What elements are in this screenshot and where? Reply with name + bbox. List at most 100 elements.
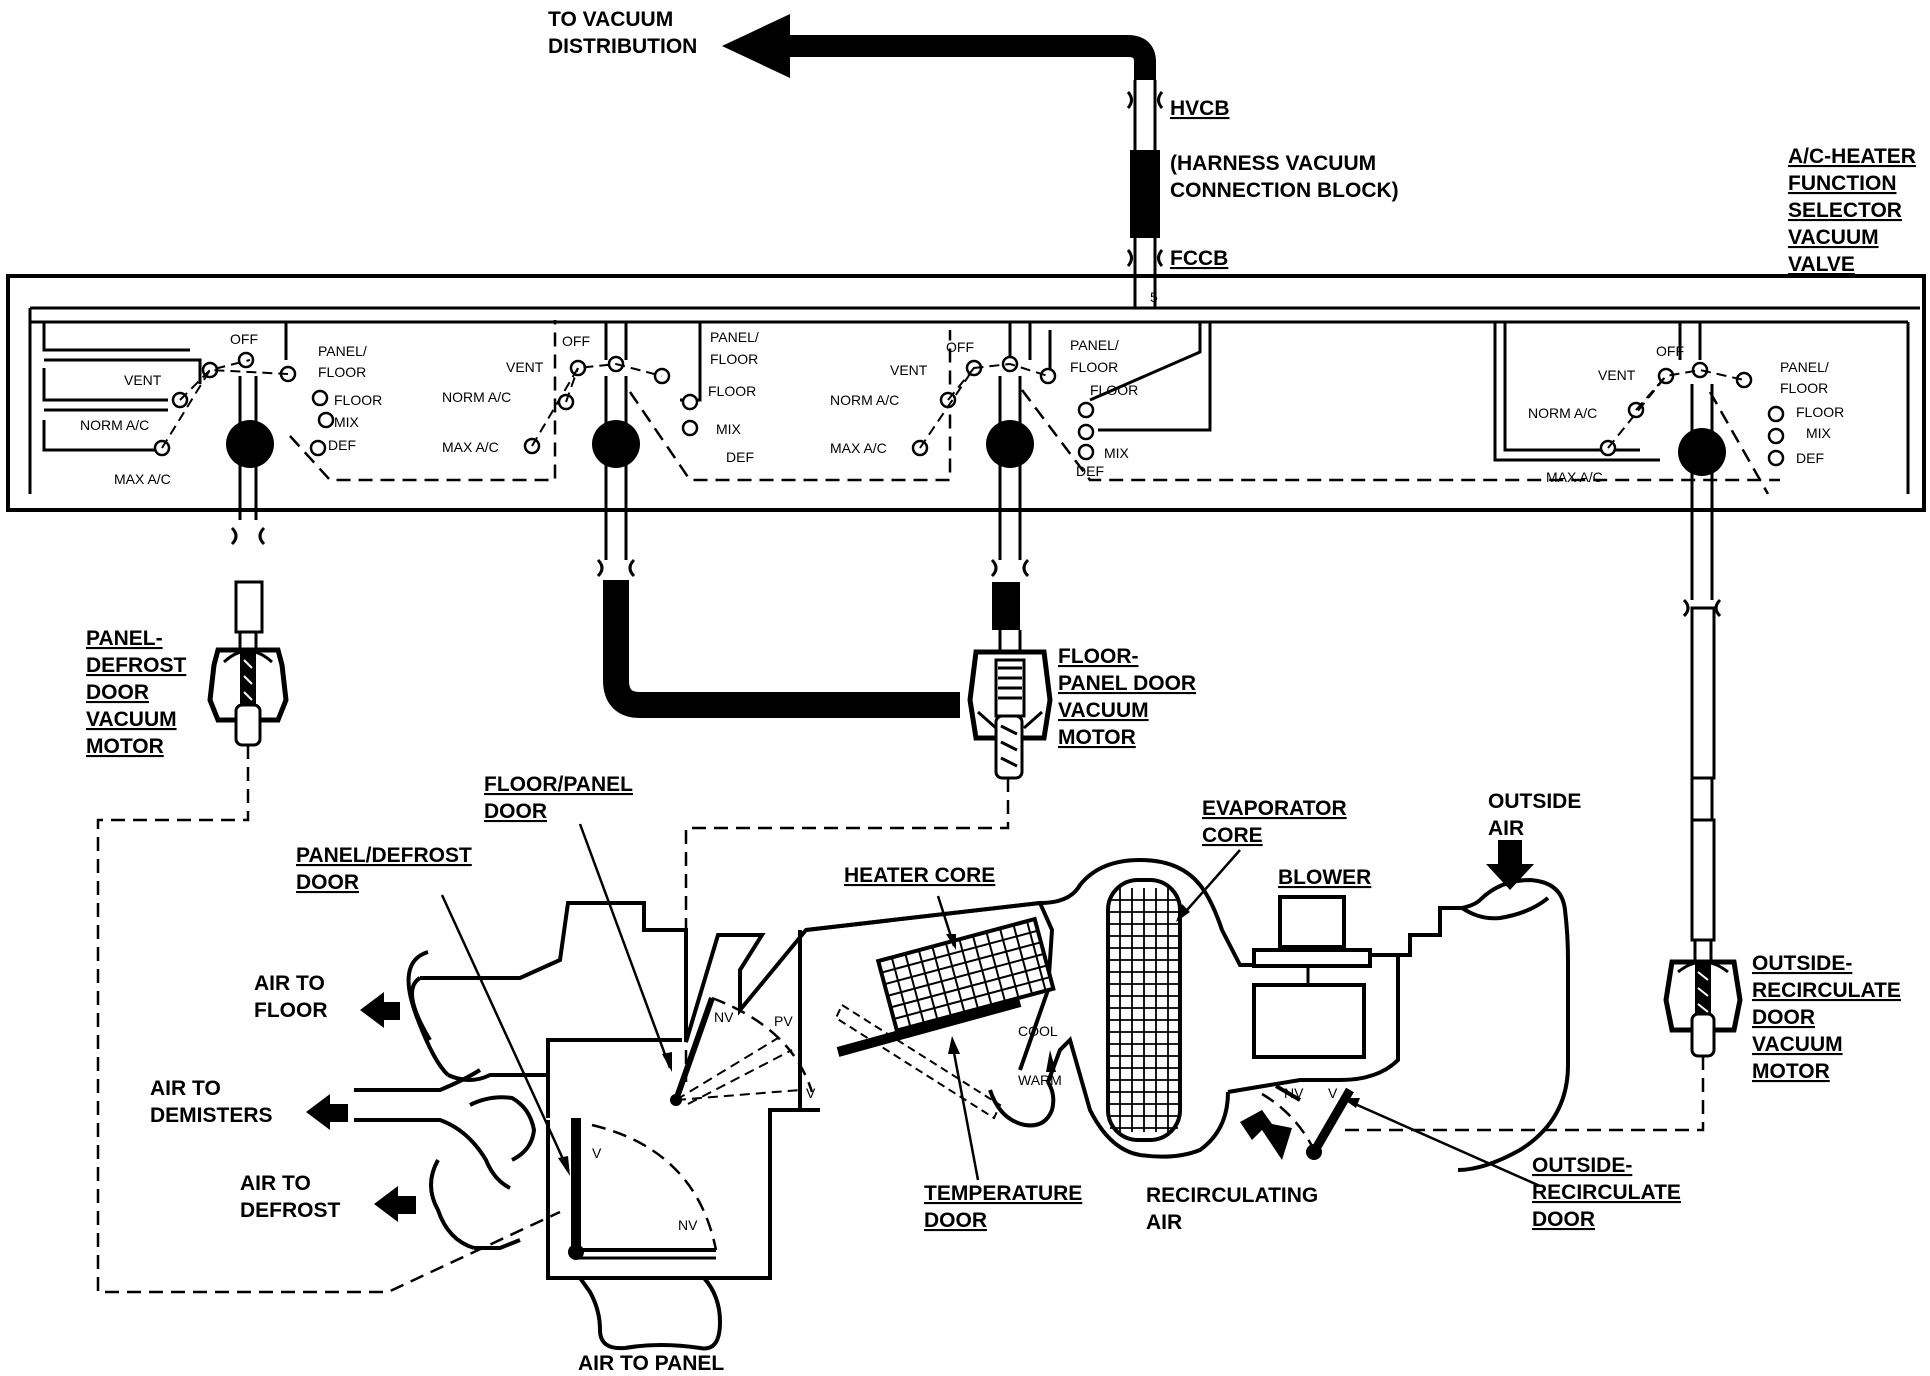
selector-label-3: SELECTOR [1788, 199, 1902, 222]
selector-label-4: VACUUM [1788, 226, 1879, 249]
selector-section-1: OFF VENT NORM A/C MAX A/C PANEL/ FLOOR F… [42, 320, 557, 520]
harness-label-1: (HARNESS VACUUM [1170, 152, 1376, 175]
warm-label: WARM [1018, 1072, 1062, 1088]
s3-def: DEF [1076, 463, 1104, 479]
s4-max-ac: MAX A/C [1546, 469, 1603, 485]
s1-off: OFF [230, 331, 258, 347]
air-to-floor-label-2: FLOOR [254, 999, 328, 1022]
fp-door-v: V [806, 1085, 816, 1101]
or-motor-label-4: VACUUM [1752, 1033, 1843, 1056]
pd-motor-label-4: VACUUM [86, 708, 177, 731]
s2-mix: MIX [716, 421, 742, 437]
leader-lines [440, 823, 1541, 1188]
harness-vacuum-connection-block [1130, 150, 1160, 238]
hvac-ductwork [354, 857, 1570, 1351]
fp-door-label-2: DOOR [484, 800, 547, 823]
fp-door-pv: PV [774, 1013, 793, 1029]
outside-air-label-1: OUTSIDE [1488, 790, 1581, 813]
pd-door-label-2: DOOR [296, 871, 359, 894]
evap-label-1: EVAPORATOR [1202, 797, 1347, 820]
air-to-floor-label-1: AIR TO [254, 972, 325, 995]
s4-vent: VENT [1598, 367, 1636, 383]
s4-norm-ac: NORM A/C [1528, 405, 1597, 421]
s1-panel: PANEL/ [318, 343, 367, 359]
air-to-demisters-label-1: AIR TO [150, 1077, 221, 1100]
s2-floor-a: FLOOR [710, 351, 758, 367]
or-motor-label-1: OUTSIDE- [1752, 952, 1852, 975]
s4-floor: FLOOR [1796, 404, 1844, 420]
distribution-arrow-icon [722, 14, 790, 78]
s3-norm-ac: NORM A/C [830, 392, 899, 408]
s2-def: DEF [726, 449, 754, 465]
fp-door-nv: NV [714, 1009, 734, 1025]
air-to-defrost-label-1: AIR TO [240, 1172, 311, 1195]
s3-floor-a: FLOOR [1070, 359, 1118, 375]
doors [568, 996, 1354, 1260]
s4-off: OFF [1656, 343, 1684, 359]
panel-defrost-door-vacuum-motor [207, 526, 289, 747]
pd-motor-label-5: MOTOR [86, 735, 164, 758]
air-to-panel-label: AIR TO PANEL [578, 1352, 724, 1375]
fp-motor-label-1: FLOOR- [1058, 645, 1138, 668]
or-door-label-2: RECIRCULATE [1532, 1181, 1681, 1204]
selector-section-2: OFF VENT NORM A/C MAX A/C PANEL/ FLOOR F… [442, 322, 952, 560]
selector-label-5: VALVE [1788, 253, 1855, 276]
door-linkages [96, 745, 1705, 1294]
fp-motor-label-3: VACUUM [1058, 699, 1149, 722]
pd-motor-label-3: DOOR [86, 681, 149, 704]
temp-door-label-1: TEMPERATURE [924, 1182, 1082, 1205]
selector-label-1: A/C-HEATER [1788, 145, 1916, 168]
s4-mix: MIX [1806, 425, 1832, 441]
or-door-v: V [1328, 1085, 1338, 1101]
heater-core-label: HEATER CORE [844, 864, 995, 887]
s3-max-ac: MAX A/C [830, 440, 887, 456]
harness-label-2: CONNECTION BLOCK) [1170, 179, 1399, 202]
s2-floor: FLOOR [708, 383, 756, 399]
evaporator-core [1106, 878, 1182, 1142]
s2-off: OFF [562, 333, 590, 349]
air-to-defrost-arrow-icon [374, 1186, 416, 1222]
selector-section-3: OFF VENT NORM A/C MAX A/C PANEL/ FLOOR F… [830, 320, 1780, 560]
fp-door-label-1: FLOOR/PANEL [484, 773, 633, 796]
distribution-label: DISTRIBUTION [548, 35, 697, 58]
to-vacuum-label: TO VACUUM [548, 8, 673, 31]
s1-floor-a: FLOOR [318, 364, 366, 380]
fp-motor-label-4: MOTOR [1058, 726, 1136, 749]
cool-label: COOL [1018, 1023, 1058, 1039]
selector-section-4: OFF VENT NORM A/C MAX A/C PANEL/ FLOOR F… [1493, 322, 1844, 600]
selector-label-2: FUNCTION [1788, 172, 1897, 195]
s1-vent: VENT [124, 372, 162, 388]
recirc-air-label-2: AIR [1146, 1211, 1182, 1234]
or-motor-label-5: MOTOR [1752, 1060, 1830, 1083]
s1-mix: MIX [334, 414, 360, 430]
outside-recirculate-door-vacuum-motor [1663, 598, 1743, 1058]
blower [1252, 895, 1372, 1059]
air-to-demisters-label-2: DEMISTERS [150, 1104, 273, 1127]
selector-valve-box: 5 [6, 274, 1926, 512]
pd-motor-label-2: DEFROST [86, 654, 187, 677]
recirc-air-label-1: RECIRCULATING [1146, 1184, 1318, 1207]
hvcb-label: HVCB [1170, 97, 1230, 120]
air-to-demisters-arrow-icon [306, 1094, 348, 1130]
s3-vent: VENT [890, 362, 928, 378]
air-to-floor-arrow-icon [360, 992, 400, 1028]
s4-def: DEF [1796, 450, 1824, 466]
s1-norm-ac: NORM A/C [80, 417, 149, 433]
outside-air-label-2: AIR [1488, 817, 1524, 840]
pd-door-v: V [592, 1145, 602, 1161]
fp-motor-label-2: PANEL DOOR [1058, 672, 1196, 695]
pd-door-nv: NV [678, 1217, 698, 1233]
s4-floor-a: FLOOR [1780, 380, 1828, 396]
air-flow-arrows [306, 840, 1534, 1222]
or-motor-label-2: RECIRCULATE [1752, 979, 1901, 1002]
or-door-nv: NV [1284, 1085, 1304, 1101]
floor-panel-door-vacuum-motor [967, 558, 1053, 780]
s2-max-ac: MAX A/C [442, 439, 499, 455]
or-door-label-3: DOOR [1532, 1208, 1595, 1231]
heater-core [875, 916, 1056, 1034]
pd-door-label-1: PANEL/DEFROST [296, 844, 472, 867]
or-motor-label-3: DOOR [1752, 1006, 1815, 1029]
air-to-defrost-label-2: DEFROST [240, 1199, 341, 1222]
floor-panel-motor-hose [596, 558, 960, 718]
